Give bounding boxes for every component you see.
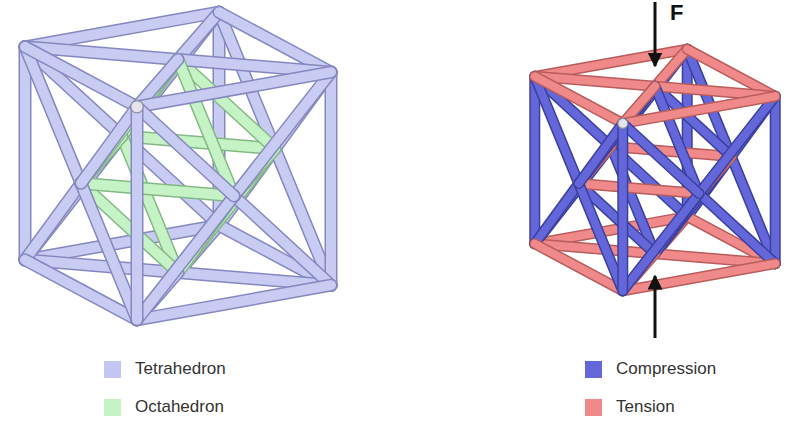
strut <box>132 107 142 320</box>
strut <box>137 72 331 107</box>
strut <box>81 107 137 184</box>
legend-text: Compression <box>616 359 716 379</box>
strut <box>535 76 623 123</box>
strut-outline <box>81 183 137 319</box>
strut <box>771 96 779 263</box>
strut-outline <box>579 123 623 183</box>
strut-outline <box>178 12 219 59</box>
legend-text: Tension <box>616 397 675 417</box>
strut-outline <box>770 96 781 263</box>
strut <box>25 183 81 260</box>
strut-outline <box>137 196 234 320</box>
strut <box>699 194 775 264</box>
legend-swatch <box>104 361 121 378</box>
strut <box>623 123 699 193</box>
strut-outline <box>611 146 731 156</box>
strut <box>81 183 137 319</box>
legend-entry: Tension <box>585 397 675 417</box>
strut <box>122 136 275 149</box>
unit-cell-left <box>19 6 337 326</box>
strut-outline <box>535 184 579 244</box>
strut <box>81 183 234 196</box>
legend-swatch <box>104 399 121 416</box>
strut-outline <box>81 107 137 184</box>
strut-outline <box>137 107 234 196</box>
legend-text: Octahedron <box>135 397 224 417</box>
strut-outline <box>25 183 81 260</box>
strut-outline <box>81 183 234 196</box>
strut <box>137 107 234 196</box>
legend-entry: Octahedron <box>104 397 224 417</box>
legend-swatch <box>585 399 602 416</box>
strut <box>20 47 30 260</box>
strut-outline <box>535 76 623 123</box>
legend-swatch <box>585 361 602 378</box>
strut-outline <box>324 72 337 285</box>
strut-outline <box>137 72 331 107</box>
strut <box>579 184 623 291</box>
strut <box>535 184 579 244</box>
strut-outline <box>122 136 275 149</box>
force-arrow <box>654 276 657 338</box>
unit-cell-right <box>530 44 780 296</box>
strut <box>25 47 137 107</box>
strut <box>178 12 219 59</box>
strut-outline <box>234 196 331 285</box>
strut <box>531 76 539 243</box>
legend-text: Tetrahedron <box>135 359 226 379</box>
strut-outline <box>655 49 687 86</box>
strut-outline <box>19 47 32 260</box>
strut <box>655 49 687 86</box>
strut <box>619 123 627 290</box>
strut <box>623 194 699 291</box>
strut-outline <box>623 96 775 123</box>
strut <box>326 72 336 285</box>
force-label: F <box>670 0 683 26</box>
strut-outline <box>25 47 137 107</box>
node-joint <box>618 118 628 128</box>
strut <box>137 196 234 320</box>
strut <box>234 196 331 285</box>
legend-entry: Tetrahedron <box>104 359 226 379</box>
strut-outline <box>579 184 623 291</box>
strut-outline <box>617 123 628 290</box>
strut-outline <box>623 194 699 291</box>
strut-outline <box>623 123 699 193</box>
strut <box>611 146 731 156</box>
strut-outline <box>131 107 144 320</box>
legend-entry: Compression <box>585 359 716 379</box>
strut-outline <box>579 184 699 194</box>
strut <box>579 184 699 194</box>
node-joint <box>131 101 143 113</box>
strut-outline <box>699 194 775 264</box>
force-arrow <box>654 2 657 66</box>
strut <box>623 96 775 123</box>
strut-outline <box>529 76 540 243</box>
strut <box>579 123 623 183</box>
